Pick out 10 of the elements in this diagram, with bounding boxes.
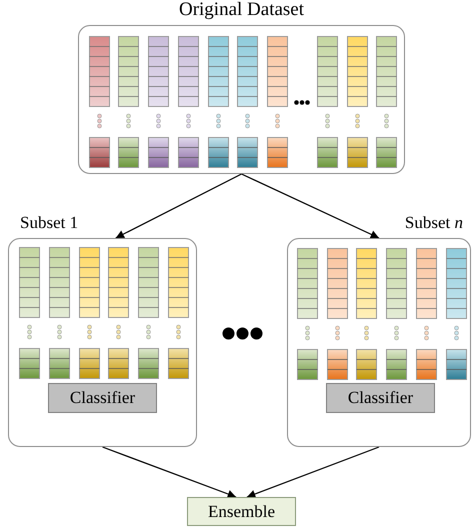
heading: Subset n (404, 214, 463, 231)
arrow (241, 173, 380, 239)
arrow (115, 173, 242, 239)
heading: Subset 1 (20, 214, 78, 231)
process-box: Classifier (326, 383, 435, 413)
arrow (246, 446, 380, 498)
output-box: Ensemble (187, 497, 296, 526)
process-box: Classifier (48, 383, 157, 413)
heading: Original Dataset (178, 0, 304, 19)
arrow (102, 446, 236, 498)
